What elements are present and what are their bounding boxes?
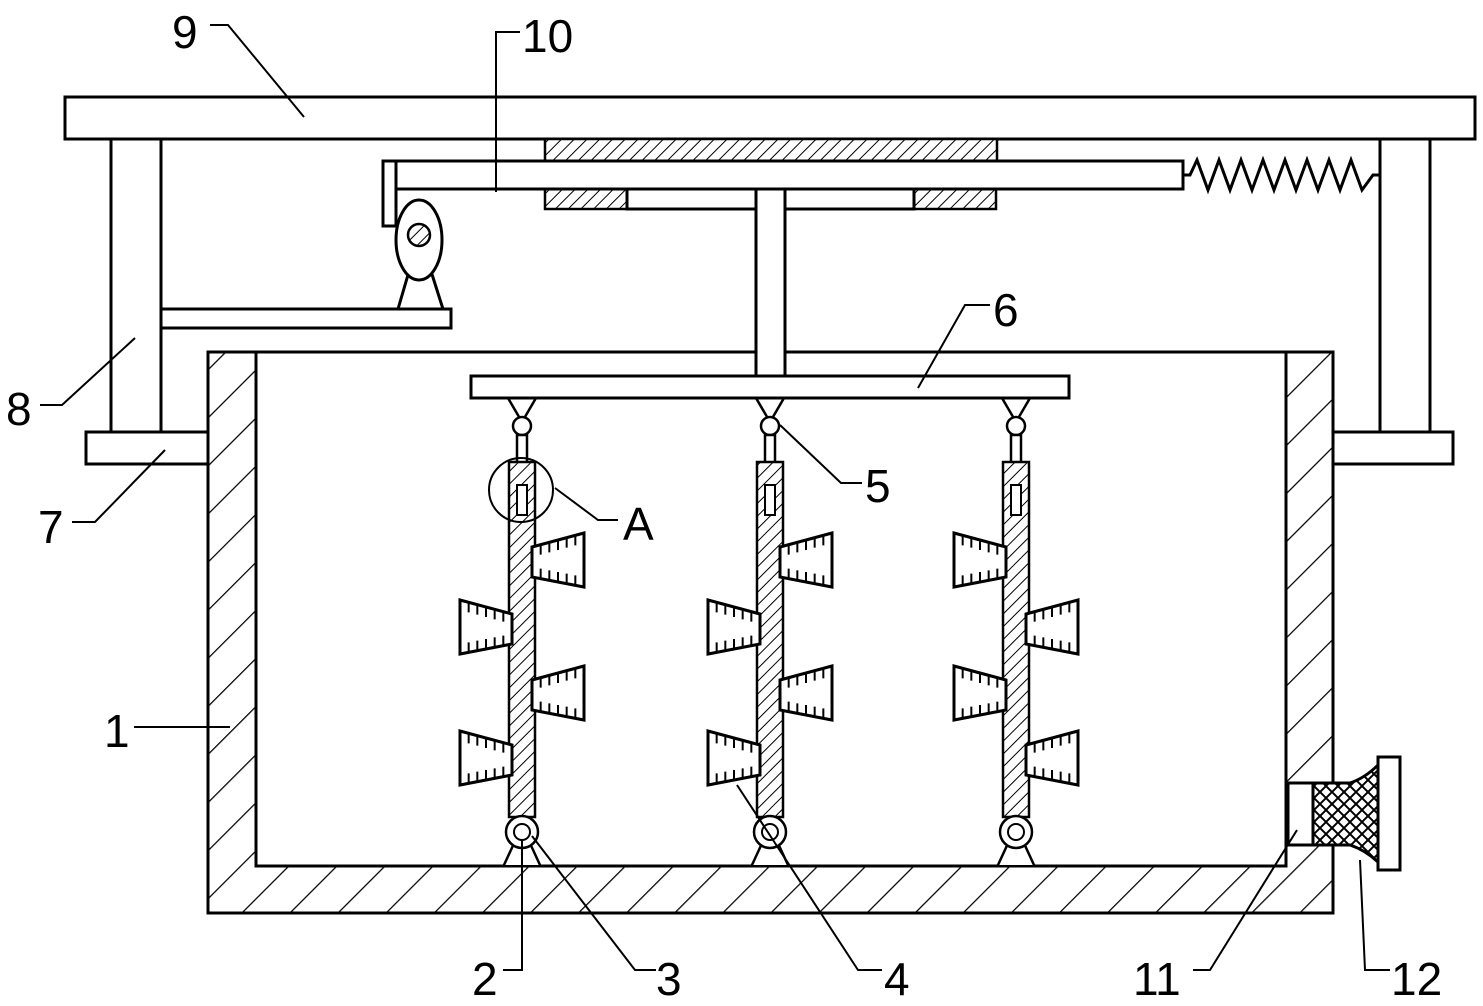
top-beam bbox=[63, 95, 1477, 141]
brush-block bbox=[1024, 729, 1080, 787]
brush-block bbox=[1024, 598, 1080, 656]
brush-block bbox=[458, 729, 514, 787]
brush-block bbox=[530, 664, 586, 722]
upper-guide-block bbox=[543, 137, 999, 163]
label-9: 9 bbox=[172, 6, 198, 58]
brush-block bbox=[952, 531, 1008, 589]
brush-block bbox=[458, 598, 514, 656]
brush-block bbox=[706, 598, 762, 656]
cam-assembly bbox=[394, 198, 446, 311]
brush-assembly-2 bbox=[706, 397, 834, 866]
label-10: 10 bbox=[522, 10, 573, 62]
vertical-push-rod bbox=[754, 187, 787, 378]
lower-guide-block-left bbox=[543, 187, 629, 211]
leader-8 bbox=[40, 337, 136, 406]
leader-6 bbox=[917, 304, 990, 389]
hanging-crossbar bbox=[469, 374, 1071, 400]
leader-11 bbox=[1193, 829, 1298, 971]
label-8: 8 bbox=[6, 383, 32, 435]
hanger-ring bbox=[511, 415, 533, 437]
brush-assembly-3 bbox=[952, 397, 1080, 866]
sliding-rod bbox=[381, 159, 1185, 191]
return-spring bbox=[1183, 155, 1380, 195]
brush-assemblies bbox=[458, 397, 1080, 866]
brush-block bbox=[778, 664, 834, 722]
left-column bbox=[109, 137, 163, 434]
cam-shaft bbox=[406, 222, 432, 248]
leader-3 bbox=[531, 835, 656, 971]
shelf-arm bbox=[159, 307, 453, 330]
leader-7 bbox=[72, 449, 166, 523]
leader-4 bbox=[736, 784, 882, 971]
label-4: 4 bbox=[884, 953, 910, 1005]
shaft-socket bbox=[516, 484, 528, 516]
label-7: 7 bbox=[38, 501, 64, 553]
bearing-pin bbox=[1007, 823, 1025, 841]
bearing-pin bbox=[513, 823, 531, 841]
detail-marker-circle bbox=[488, 457, 554, 523]
label-1: 1 bbox=[104, 705, 130, 757]
label-11: 11 bbox=[1133, 953, 1181, 1005]
leader-A bbox=[554, 487, 618, 521]
leader-5 bbox=[779, 424, 862, 484]
leader-lines bbox=[40, 24, 1390, 971]
leader-9 bbox=[210, 24, 305, 118]
hanger-ring bbox=[1005, 415, 1027, 437]
right-column bbox=[1378, 137, 1432, 434]
leader-10 bbox=[495, 31, 520, 192]
drain-valve-assembly bbox=[1286, 755, 1402, 872]
label-12: 12 bbox=[1391, 953, 1442, 1005]
left-base-plate bbox=[84, 430, 210, 466]
drain-outlet bbox=[1286, 781, 1315, 847]
right-frame bbox=[1331, 137, 1455, 466]
shaft-socket bbox=[764, 484, 776, 516]
right-base-plate bbox=[1331, 430, 1455, 466]
lower-guide-block-right bbox=[912, 187, 998, 211]
brush-assembly-1 bbox=[458, 397, 586, 866]
leader-12 bbox=[1359, 859, 1390, 971]
leader-2 bbox=[503, 840, 523, 971]
valve-knob bbox=[1376, 755, 1402, 872]
rod-hook bbox=[381, 159, 398, 228]
label-6: 6 bbox=[993, 284, 1019, 336]
brush-block bbox=[706, 729, 762, 787]
label-2: 2 bbox=[472, 953, 498, 1005]
hanger-ring bbox=[759, 415, 781, 437]
brush-block bbox=[952, 664, 1008, 722]
shaft-socket bbox=[1010, 484, 1022, 516]
label-3: 3 bbox=[656, 953, 682, 1005]
label-5: 5 bbox=[865, 460, 891, 512]
brush-block bbox=[778, 531, 834, 589]
label-A: A bbox=[623, 498, 654, 550]
brush-block bbox=[530, 531, 586, 589]
part-labels: 9 10 6 8 7 5 A 1 2 3 4 11 12 bbox=[6, 6, 1442, 1005]
